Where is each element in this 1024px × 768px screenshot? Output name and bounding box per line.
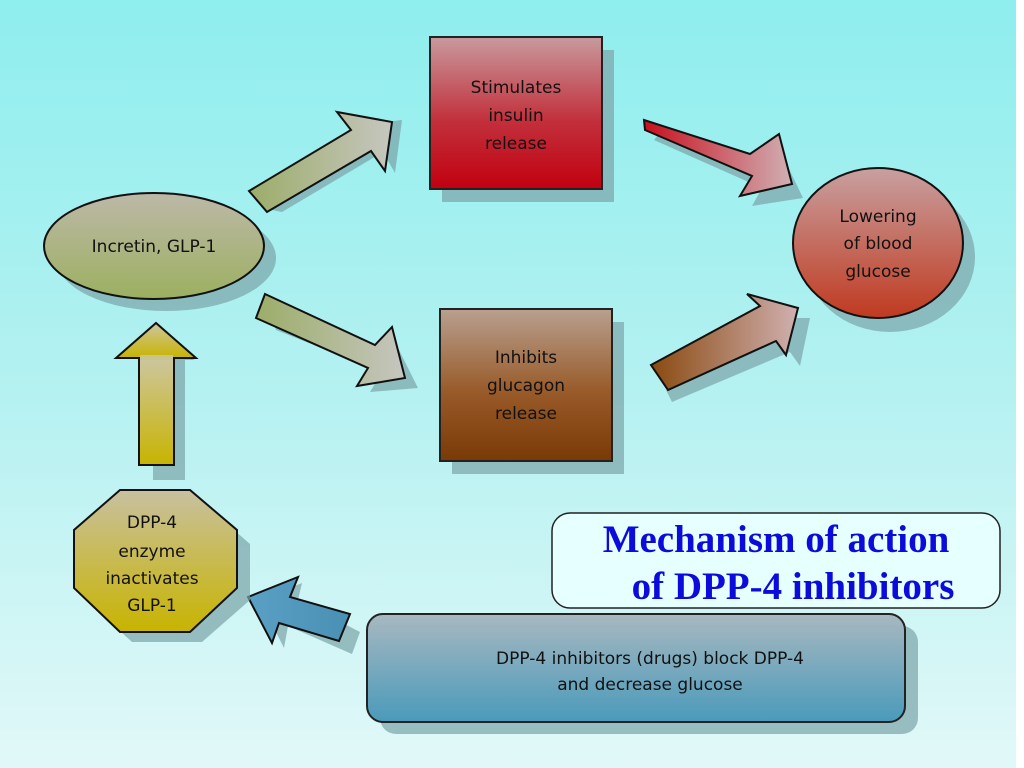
node-incretin-label: Incretin, GLP-1 [92,237,217,257]
arrow-dpp4-to-incretin [113,321,199,480]
node-dpp4-enzyme: DPP-4 enzyme inactivates GLP-1 [73,489,250,642]
node-inhibits-glucagon-release: Inhibits glucagon release [439,308,624,474]
node-glucagon-line-3: release [495,404,557,424]
node-dpp4-line-4: GLP-1 [127,596,176,616]
title-line-1: Mechanism of action [603,518,950,561]
node-inhibitors-line-2: and decrease glucose [557,675,743,695]
arrow-incretin-to-glucagon [254,292,418,392]
node-insulin-line-1: Stimulates [471,78,562,98]
arrow-incretin-to-insulin [247,110,402,214]
node-dpp4-inhibitors: DPP-4 inhibitors (drugs) block DPP-4 and… [366,613,918,734]
node-insulin-line-2: insulin [488,106,543,126]
node-inhibitors-line-1: DPP-4 inhibitors (drugs) block DPP-4 [496,649,804,669]
node-lowering-blood-glucose: Lowering of blood glucose [792,167,975,332]
arrow-inhibitors-to-dpp4 [246,575,360,654]
node-dpp4-line-2: enzyme [118,542,185,562]
node-dpp4-line-3: inactivates [105,569,198,589]
title-line-2: of DPP-4 inhibitors [632,565,955,608]
node-glucagon-line-1: Inhibits [495,348,557,368]
node-insulin-line-3: release [485,134,547,154]
arrow-glucagon-to-glucose [649,293,810,402]
node-dpp4-line-1: DPP-4 [127,513,177,533]
node-glucose-line-3: glucose [845,262,910,282]
node-stimulates-insulin-release: Stimulates insulin release [429,36,614,202]
arrow-insulin-to-glucose [642,118,803,206]
node-incretin-glp1: Incretin, GLP-1 [43,192,276,311]
node-glucose-line-2: of blood [844,234,913,254]
title-box: Mechanism of action of DPP-4 inhibitors [551,512,1001,609]
node-glucagon-line-2: glucagon [487,376,565,396]
node-glucose-line-1: Lowering [839,207,916,227]
